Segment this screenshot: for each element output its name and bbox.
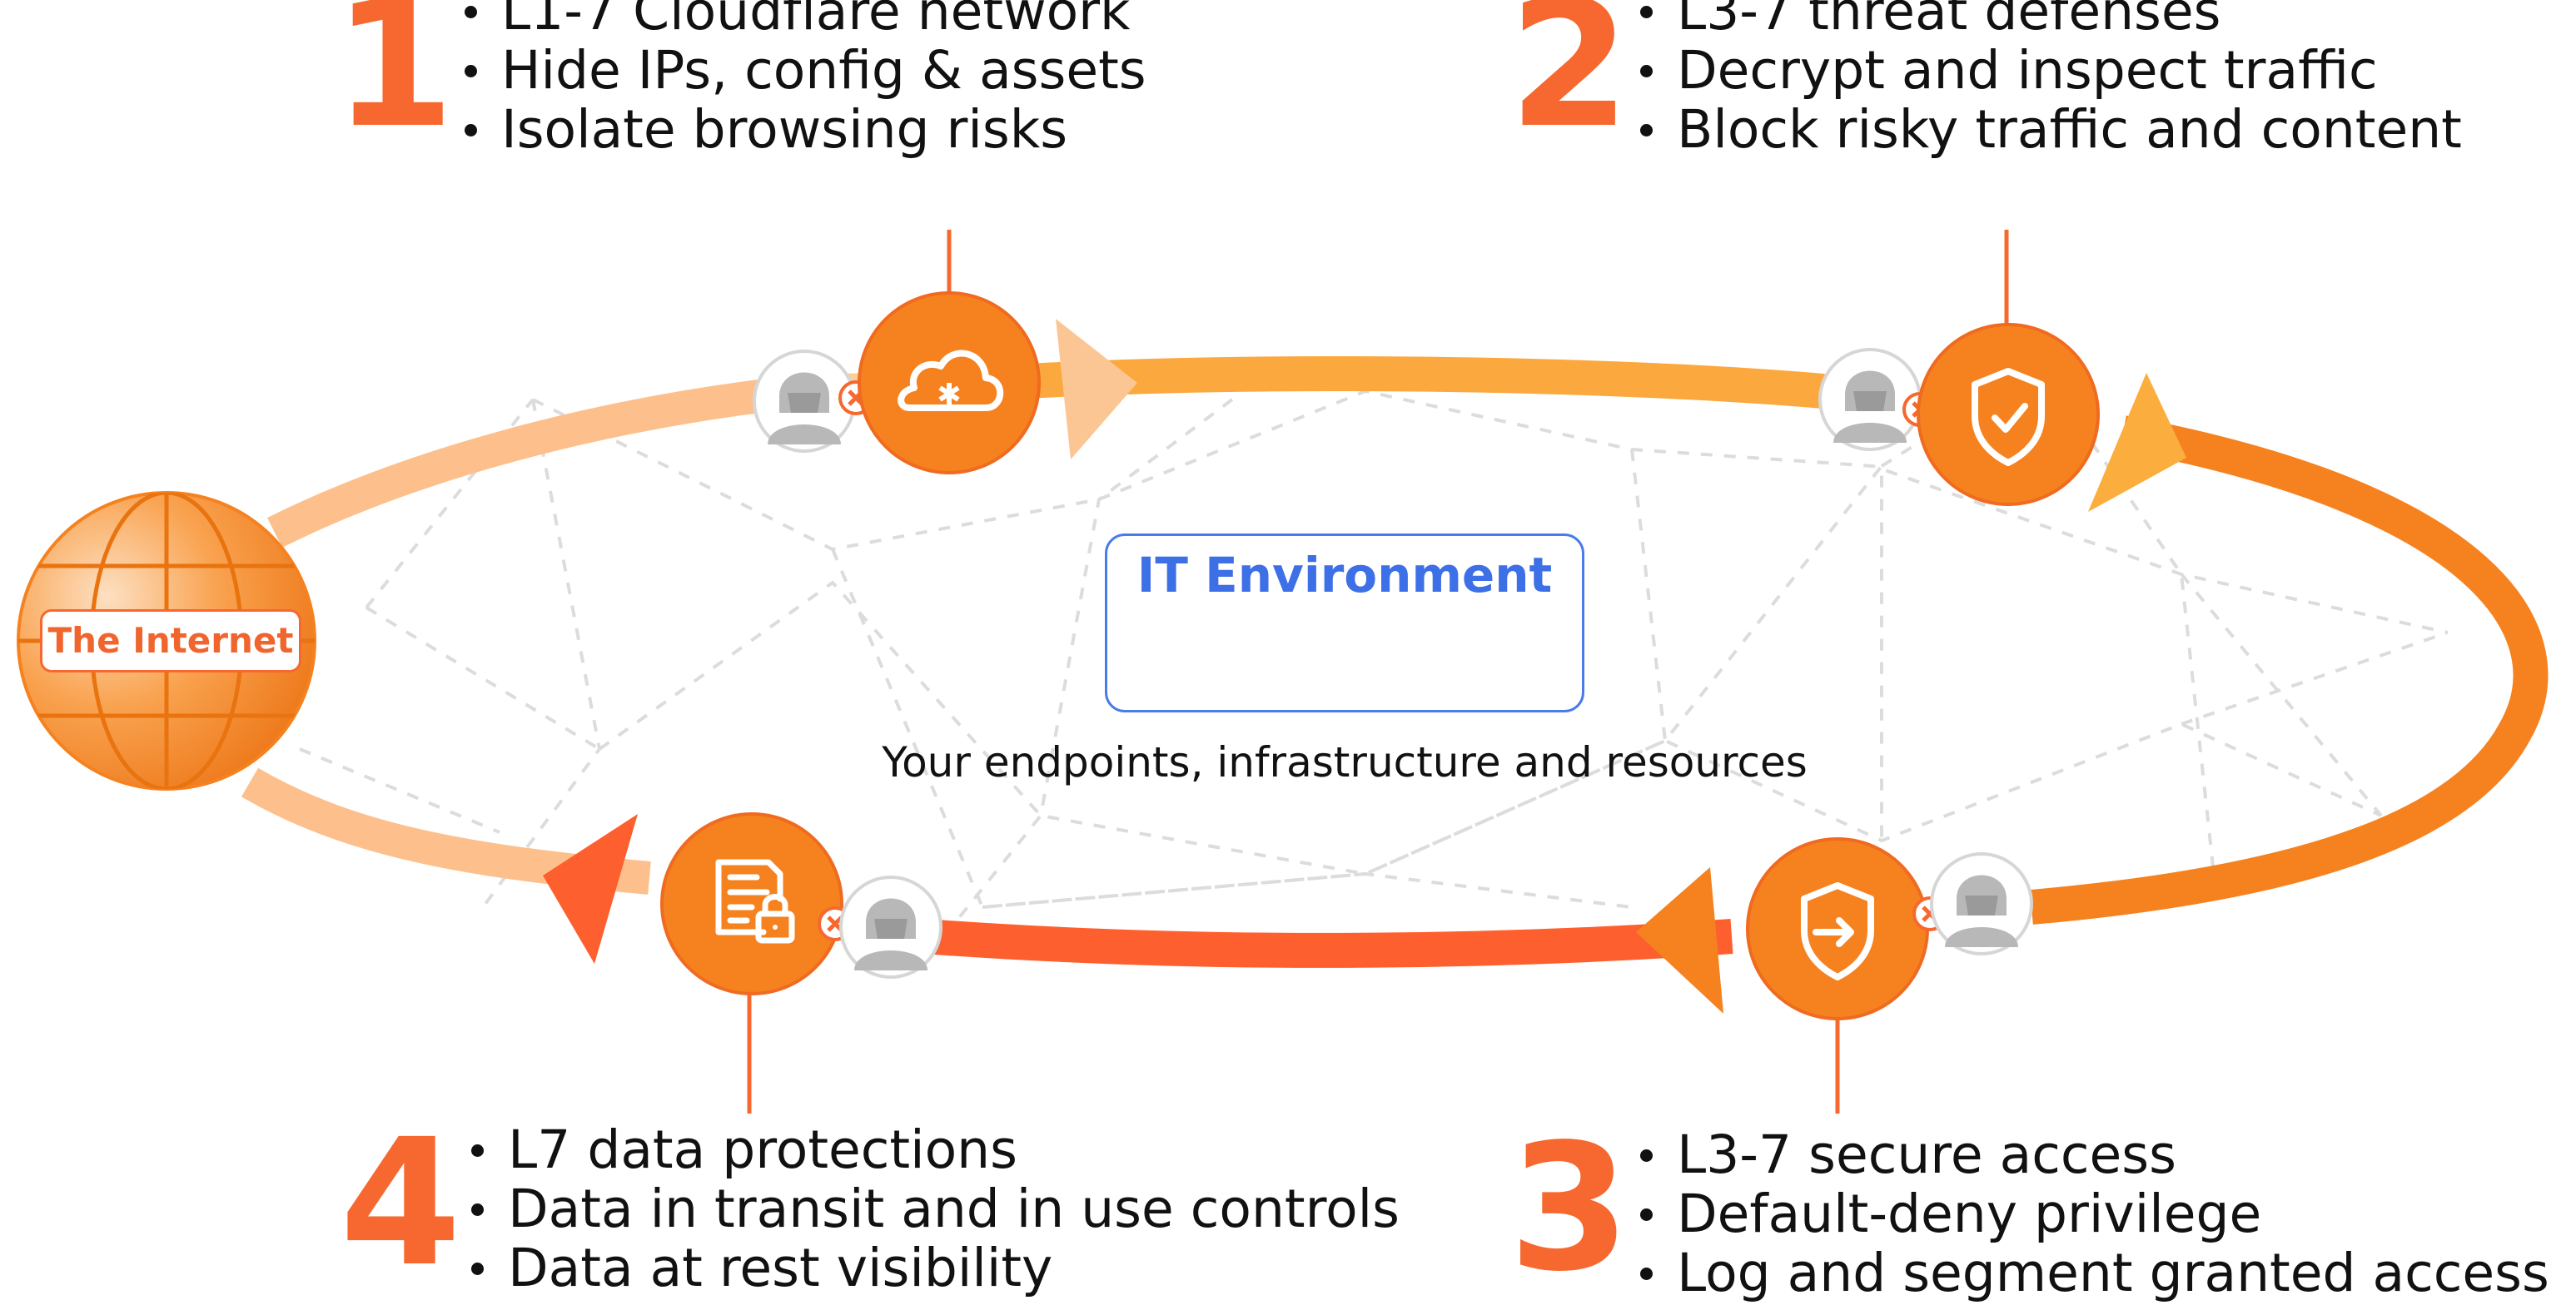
step-3-callout: 3 L3-7 secure access Default-deny privil… [1509, 1106, 2549, 1310]
it-environment-box: IT Environment [1105, 533, 1584, 712]
step-2-node [1818, 323, 2100, 506]
hacker-icon [1818, 348, 1922, 451]
bullet-item: Data at rest visibility [471, 1238, 1400, 1298]
step-number: 1 [333, 0, 455, 166]
bullet-item: Hide IPs, config & assets [465, 40, 1146, 101]
step-bullets: L3-7 threat defenses Decrypt and inspect… [1627, 0, 2462, 159]
bullet-item: L3-7 secure access [1640, 1125, 2549, 1184]
shield-check-icon [1972, 368, 2045, 466]
bullet-item: Default-deny privilege [1640, 1184, 2549, 1243]
cloud-asterisk-icon [898, 350, 1004, 411]
bullet-item: Isolate browsing risks [465, 100, 1146, 159]
security-loop-diagram [17, 230, 2549, 1114]
bullet-item: Log and segment granted access [1640, 1243, 2549, 1303]
step-1-node [753, 291, 1041, 474]
step-bullets: L3-7 secure access Default-deny privileg… [1627, 1125, 2549, 1303]
connector-lines [747, 230, 2009, 1114]
hacker-icon [1930, 852, 2033, 955]
step-number: 2 [1509, 0, 1630, 166]
shield-enter-icon [1801, 882, 1874, 980]
step-3-node [1746, 837, 2033, 1020]
background-network-mesh [299, 364, 2449, 942]
bullet-item: Decrypt and inspect traffic [1640, 41, 2462, 100]
traffic-loop [241, 356, 2549, 968]
step-1-callout: 1 L1-7 Cloudflare network Hide IPs, conf… [333, 0, 1146, 159]
hacker-icon [839, 876, 942, 979]
step-4-node [660, 812, 942, 995]
internet-label: The Internet [40, 609, 301, 672]
step-bullets: L1-7 Cloudflare network Hide IPs, config… [451, 0, 1146, 159]
bullet-item: Data in transit and in use controls [471, 1179, 1400, 1239]
step-number: 4 [340, 1101, 461, 1305]
bullet-item: L1-7 Cloudflare network [465, 0, 1146, 41]
bullet-item: L7 data protections [471, 1120, 1400, 1179]
it-environment-title: IT Environment [1136, 547, 1553, 603]
step-2-callout: 2 L3-7 threat defenses Decrypt and inspe… [1509, 0, 2462, 159]
arrowhead-right-1 [1056, 319, 1137, 459]
bullet-item: Block risky traffic and content [1640, 99, 2462, 160]
it-environment-caption: Your endpoints, infrastructure and resou… [882, 738, 1808, 786]
step-4-callout: 4 L7 data protections Data in transit an… [340, 1101, 1400, 1305]
step-bullets: L7 data protections Data in transit and … [458, 1120, 1400, 1298]
arrowhead-left-4 [543, 814, 638, 964]
step-number: 3 [1509, 1106, 1630, 1310]
document-lock-icon [715, 859, 795, 944]
arrowhead-right-2 [2088, 373, 2186, 512]
arrowhead-left-3 [1636, 867, 1723, 1014]
bullet-item: L3-7 threat defenses [1640, 0, 2462, 41]
